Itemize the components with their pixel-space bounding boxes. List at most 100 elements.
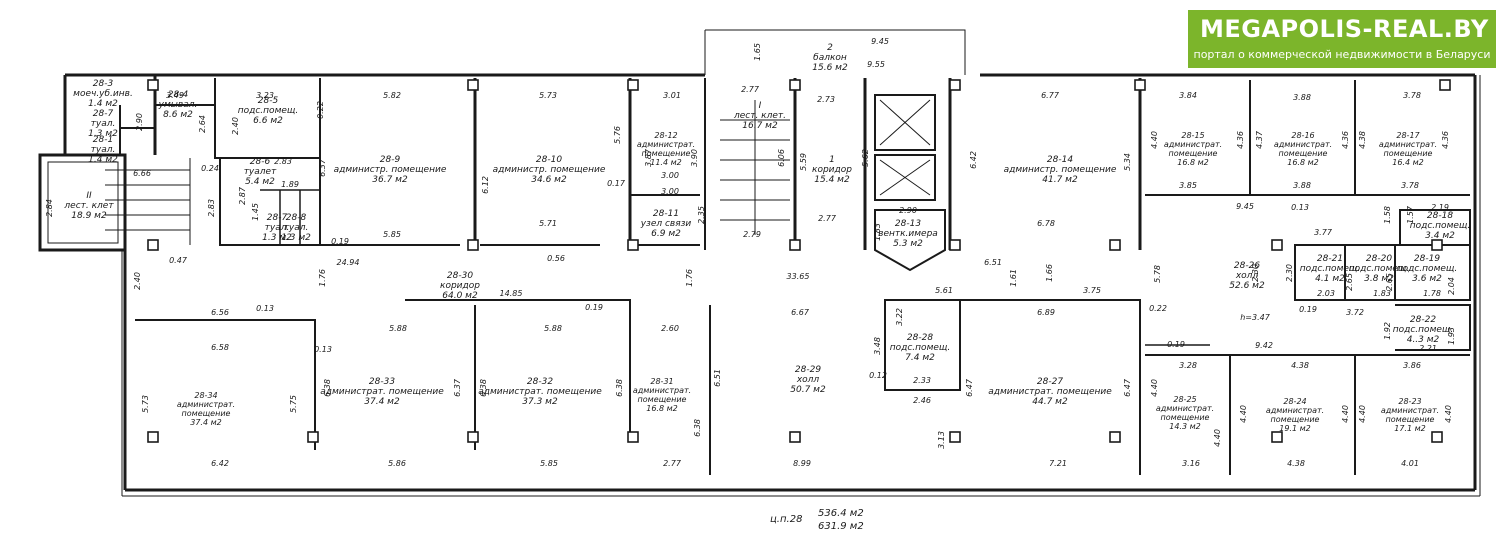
- dimension-label: 2.60: [661, 324, 679, 333]
- dimension-label: 8.99: [793, 459, 811, 468]
- dimension-label: 0.12: [869, 371, 887, 380]
- room-name: помещение: [1384, 149, 1433, 158]
- room-id: 28-29: [795, 365, 821, 375]
- room-id: 28-22: [1410, 315, 1436, 325]
- room-name: администрат.: [637, 140, 695, 149]
- room-area: 3.4 м2: [1425, 231, 1455, 241]
- room-id: 28-16: [1291, 131, 1314, 140]
- dimension-label: 6.42: [969, 151, 978, 169]
- dimension-label: 5.34: [1123, 153, 1132, 171]
- dimension-label: 6.56: [211, 308, 229, 317]
- dimension-label: 4.38: [1287, 459, 1305, 468]
- room-area: 36.7 м2: [372, 175, 408, 185]
- dimension-label: 2.64: [198, 115, 207, 133]
- dimension-label: 4.40: [1341, 405, 1350, 423]
- dimension-label: 6.89: [1037, 308, 1055, 317]
- room-name: помещение: [638, 395, 687, 404]
- dimension-label: 4.40: [1150, 131, 1159, 149]
- dimension-label: 6.38: [323, 379, 332, 397]
- dimension-label: 5.78: [1153, 265, 1162, 283]
- dimension-label: 4.38: [1358, 131, 1367, 149]
- dimension-label: 3.49: [166, 91, 184, 100]
- dimension-label: 1.92: [1383, 322, 1392, 340]
- dimension-label: 0.47: [169, 256, 188, 265]
- dimension-label: 5.61: [935, 286, 953, 295]
- room-name: помещение: [1271, 415, 1320, 424]
- room-name: администрат. помещение: [988, 387, 1112, 397]
- dimension-label: 2.30: [1285, 264, 1294, 282]
- room-id: 28-30: [447, 271, 473, 281]
- room-area: 18.9 м2: [71, 211, 107, 221]
- room-area: 4..3 м2: [1407, 335, 1440, 345]
- room-name: администрат.: [177, 400, 235, 409]
- dimension-label: 4.36: [1341, 131, 1350, 149]
- dimension-label: 9.55: [867, 60, 885, 69]
- dimension-label: 14.85: [500, 289, 523, 298]
- dimension-label: 0.22: [316, 101, 325, 119]
- room-area: 1.4 м2: [88, 155, 118, 165]
- dimension-label: 0.19: [1167, 340, 1185, 349]
- room-id: 2: [827, 43, 833, 53]
- dimension-label: 6.78: [1037, 219, 1055, 228]
- room-area: 34.6 м2: [531, 175, 567, 185]
- dimension-label: 3.72: [1346, 308, 1364, 317]
- dimension-label: 3.78: [1401, 181, 1419, 190]
- dimension-label: 9.45: [1236, 202, 1254, 211]
- dimension-label: 1.65: [753, 43, 762, 61]
- room-area: 5.4 м2: [245, 177, 275, 187]
- room-area: 44.7 м2: [1032, 397, 1068, 407]
- room-area: 16.8 м2: [1287, 158, 1318, 167]
- brand-banner[interactable]: MEGAPOLIS-REAL.BY портал о коммерческой …: [1188, 10, 1496, 68]
- room-name: помещение: [1386, 415, 1435, 424]
- dimension-label: 5.62: [861, 149, 870, 167]
- dimension-label: 9.45: [871, 37, 889, 46]
- dimension-label: 3.86: [1403, 361, 1421, 370]
- room-id: 28-15: [1181, 131, 1204, 140]
- dimension-label: 3.00: [661, 171, 679, 180]
- room-area: 15.4 м2: [814, 175, 850, 185]
- dimension-label: 4.40: [1150, 379, 1159, 397]
- dimension-label: 2.19: [1431, 203, 1449, 212]
- floor-area-net: 536.4 м2: [818, 508, 864, 519]
- room-name: туалет: [244, 167, 277, 177]
- room-id: 28-27: [1037, 377, 1063, 387]
- dimension-label: 2.77: [741, 85, 760, 94]
- room-id: 28-23: [1398, 397, 1421, 406]
- room-name: холл: [1235, 271, 1259, 281]
- dimension-label: 2.83: [274, 157, 292, 166]
- dimension-label: 4.40: [1444, 405, 1453, 423]
- dimension-label: 2.33: [913, 376, 931, 385]
- dimension-label: 6.58: [211, 343, 229, 352]
- room-name: администрат. помещение: [320, 387, 444, 397]
- dimension-label: 2.21: [1419, 344, 1437, 353]
- dimension-label: 6.37: [453, 378, 462, 397]
- room-area: 16.7 м2: [742, 121, 778, 131]
- room-name: лест. клет.: [733, 111, 786, 121]
- dimension-label: 6.06: [777, 149, 786, 167]
- room-id: 28-20: [1366, 254, 1392, 264]
- room-name: администрат.: [1274, 140, 1332, 149]
- dimension-label: 6.47: [965, 378, 974, 397]
- dimension-label: 2.90: [135, 113, 144, 131]
- dimension-label: 6.38: [615, 379, 624, 397]
- room-id: 28-7: [267, 213, 288, 223]
- dimension-label: 3.88: [1293, 181, 1311, 190]
- room-name: администрат.: [1266, 406, 1324, 415]
- room-name: узел связи: [640, 219, 692, 229]
- room-id: 28-4: [168, 90, 189, 100]
